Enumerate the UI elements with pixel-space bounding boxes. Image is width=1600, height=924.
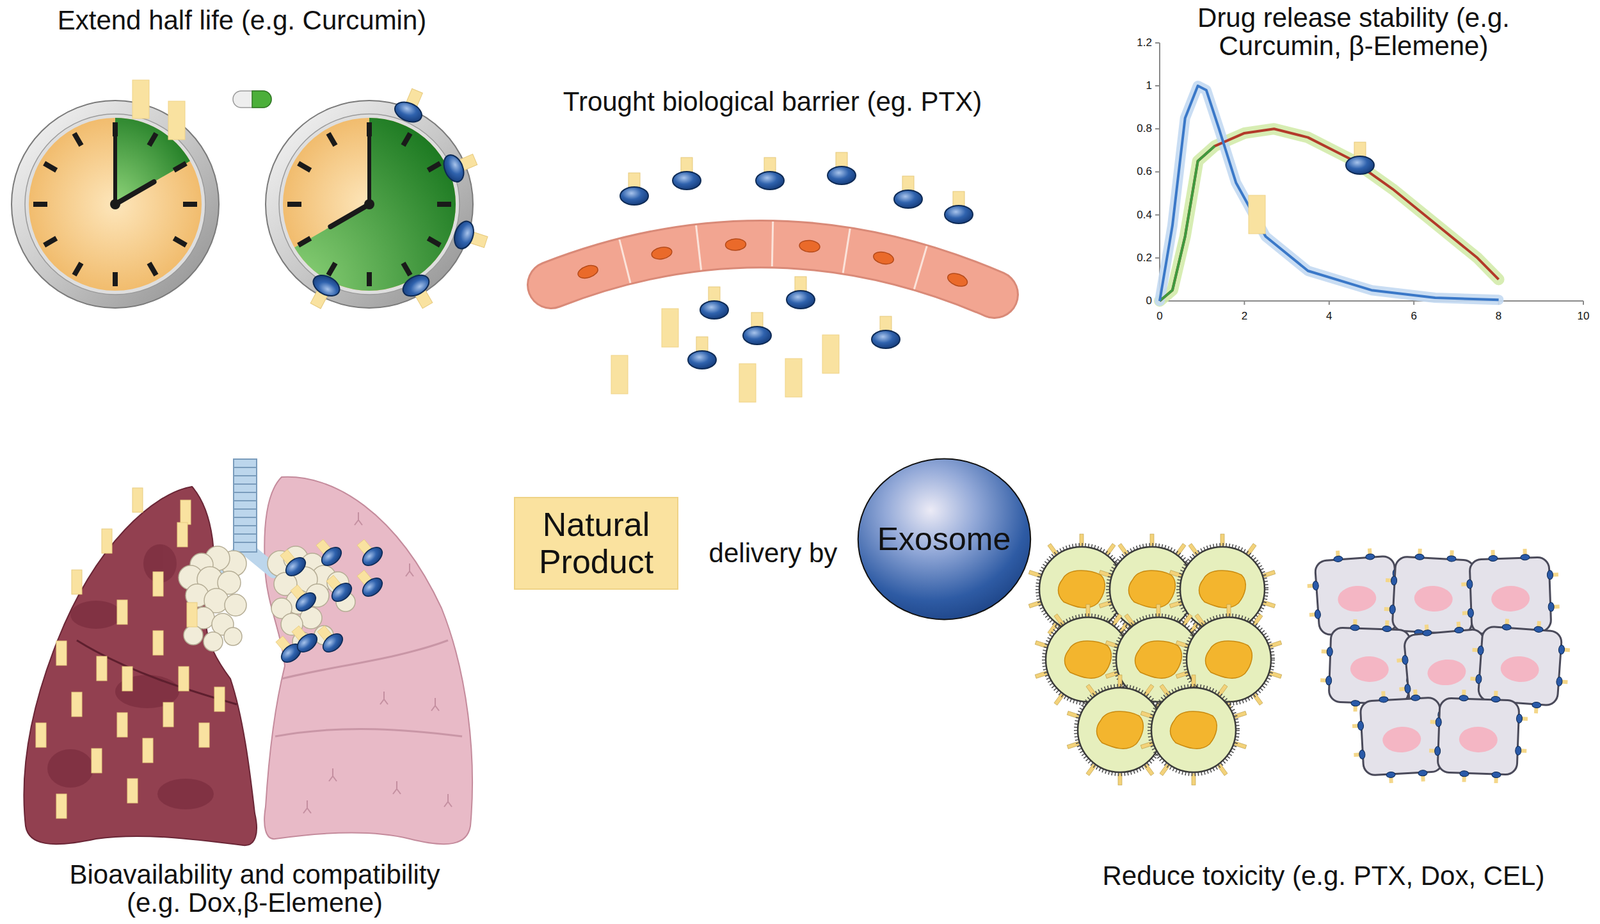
axis-tick-holder: 6 [1410, 310, 1417, 322]
axis-tick-holder: 1 [1146, 80, 1152, 92]
axis-tick-holder: 2 [1241, 310, 1248, 322]
panel-heading: Drug release stability (e.g. Curcumin, β… [1184, 3, 1524, 61]
axis-tick: 1.2 [1136, 37, 1152, 49]
clock-left [11, 80, 219, 308]
panel-heading: Reduce toxicity (e.g. PTX, Dox, CEL) [1102, 861, 1545, 890]
axis-tick-holder: 10 [1577, 310, 1590, 322]
axis-tick: 6 [1410, 310, 1417, 322]
panel-heading-holder: Trought biological barrier (eg. PTX) [563, 87, 982, 116]
axis-tick-holder: 0.6 [1136, 165, 1152, 178]
axis-tick-holder: 0.4 [1136, 209, 1152, 221]
node-text: Natural Product [522, 506, 670, 580]
axis-tick: 0.6 [1136, 165, 1152, 178]
axis-tick: 8 [1495, 310, 1502, 322]
exosome-body [857, 458, 1030, 620]
node-text: Exosome [877, 521, 1011, 557]
healthy-cells [1304, 545, 1572, 785]
axis-tick: 0 [1156, 310, 1163, 322]
axis-tick-holder: 0 [1156, 310, 1163, 322]
tumor-cells [1028, 533, 1282, 785]
connector-text: delivery by [709, 538, 838, 568]
panel-heading-holder: Extend half life (e.g. Curcumin) [57, 6, 427, 35]
axis-tick: 4 [1326, 310, 1332, 322]
pill-icon [232, 90, 272, 108]
panel-heading-holder: Bioavailability and compatibility (e.g. … [62, 860, 447, 917]
axis-tick-holder: 4 [1326, 310, 1332, 322]
axis-tick-holder: 1.2 [1136, 37, 1152, 49]
panel-heading-holder: Drug release stability (e.g. Curcumin, β… [1184, 3, 1524, 61]
panel-heading-holder: Reduce toxicity (e.g. PTX, Dox, CEL) [1102, 861, 1545, 890]
clock-right [265, 85, 491, 313]
axis-tick: 0 [1146, 295, 1152, 307]
exosome-circle: Exosome [856, 456, 1033, 621]
axis-tick-holder: 0.8 [1136, 122, 1152, 135]
axis-tick-holder: 0.2 [1136, 252, 1152, 264]
release-chart [1155, 42, 1584, 305]
axis-tick: 10 [1577, 310, 1590, 322]
axis-tick: 0.2 [1136, 252, 1152, 264]
product-box: Natural Product [513, 496, 679, 590]
panel-heading: Bioavailability and compatibility (e.g. … [62, 860, 447, 917]
lungs [23, 458, 473, 845]
exosome-icons [611, 152, 973, 402]
axis-tick-holder: 0 [1146, 295, 1152, 307]
cell-barrier [551, 221, 995, 295]
axis-tick: 1 [1146, 80, 1152, 92]
panel-heading: Extend half life (e.g. Curcumin) [57, 6, 427, 35]
axis-tick: 0.8 [1136, 122, 1152, 135]
connector-text-holder: delivery by [709, 538, 838, 568]
axis-tick: 2 [1241, 310, 1248, 322]
axis-tick-holder: 8 [1495, 310, 1502, 322]
axis-tick: 0.4 [1136, 209, 1152, 221]
panel-heading: Trought biological barrier (eg. PTX) [563, 87, 982, 116]
